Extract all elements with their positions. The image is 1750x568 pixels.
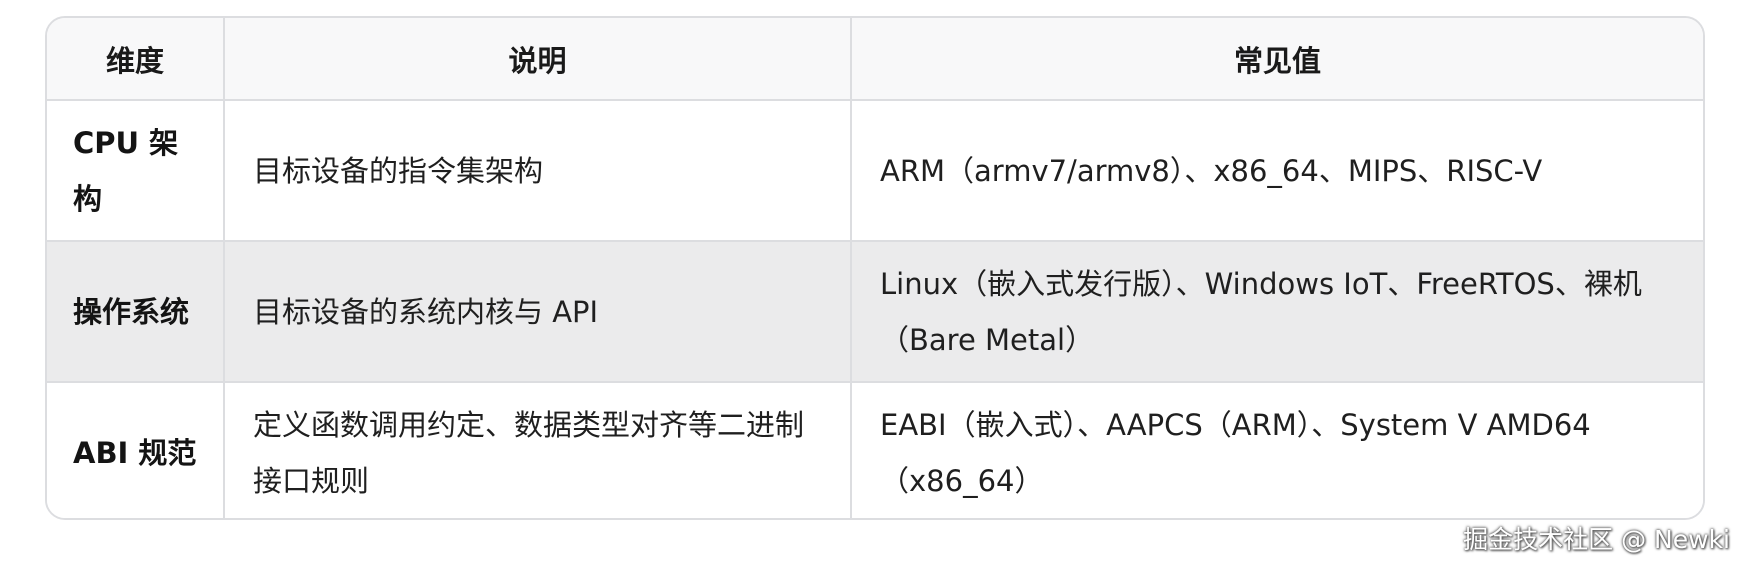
cell-dimension: CPU 架构 (47, 100, 225, 242)
header-row: 维度 说明 常见值 (47, 18, 1703, 101)
cell-dimension: ABI 规范 (47, 382, 225, 518)
cell-description: 定义函数调用约定、数据类型对齐等二进制接口规则 (224, 382, 852, 518)
table-header: 维度 说明 常见值 (47, 18, 1703, 101)
cell-values: EABI（嵌入式）、AAPCS（ARM）、System V AMD64（x86_… (880, 407, 1591, 498)
table: 维度 说明 常见值 CPU 架构 目标设备的指令集架构 ARM（armv7/ar… (47, 18, 1703, 518)
comparison-table: 维度 说明 常见值 CPU 架构 目标设备的指令集架构 ARM（armv7/ar… (45, 16, 1705, 520)
table-body: CPU 架构 目标设备的指令集架构 ARM（armv7/armv8）、x86_6… (47, 100, 1703, 518)
cell-description: 目标设备的系统内核与 API (224, 241, 852, 383)
cell-values: Linux（嵌入式发行版）、Windows IoT、FreeRTOS、裸机（Ba… (851, 241, 1703, 383)
table-row: ABI 规范 定义函数调用约定、数据类型对齐等二进制接口规则 EABI（嵌入式）… (47, 382, 1703, 518)
cell-description: 目标设备的指令集架构 (224, 100, 852, 242)
header-common-values: 常见值 (851, 18, 1703, 101)
header-dimension: 维度 (47, 18, 225, 101)
table-row: 操作系统 目标设备的系统内核与 API Linux（嵌入式发行版）、Window… (47, 241, 1703, 383)
watermark: 掘金技术社区 @ Newki (1463, 525, 1730, 554)
cell-values: ARM（armv7/armv8）、x86_64、MIPS、RISC-V (851, 100, 1703, 242)
cell-dimension: 操作系统 (47, 241, 225, 383)
table-row: CPU 架构 目标设备的指令集架构 ARM（armv7/armv8）、x86_6… (47, 100, 1703, 242)
header-description: 说明 (224, 18, 852, 101)
